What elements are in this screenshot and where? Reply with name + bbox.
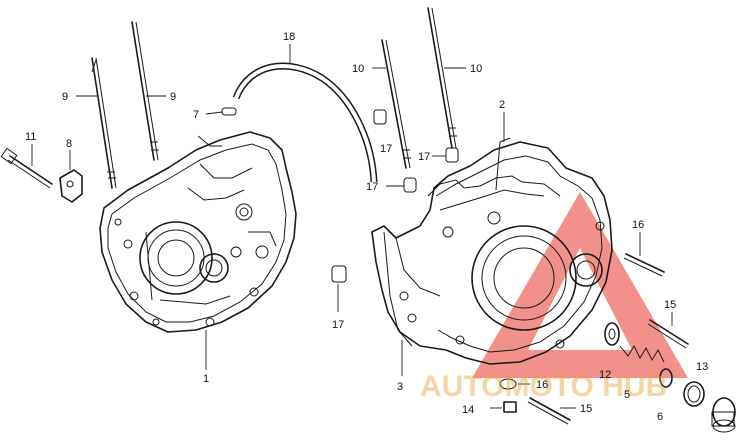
callout-14: 14	[462, 404, 474, 416]
dowel-17-mid	[445, 147, 459, 163]
washer-6	[659, 368, 673, 388]
callout-15-lower: 15	[580, 403, 592, 415]
callout-6: 6	[657, 411, 663, 423]
leader-lines	[76, 67, 576, 409]
callout-17-mid: 17	[418, 151, 430, 163]
callout-15-right: 15	[664, 299, 676, 311]
stud-9-left	[91, 57, 117, 189]
oil-seal-12	[604, 322, 620, 346]
callout-8: 8	[66, 138, 72, 150]
bolt-11	[0, 144, 53, 189]
callout-9-right: 9	[170, 91, 176, 103]
washer-16-lower	[499, 378, 517, 390]
bracket-8	[59, 150, 83, 203]
callout-13: 13	[696, 361, 708, 373]
dowel-17-left	[331, 265, 347, 312]
stud-10-left	[381, 39, 411, 169]
stud-9-right	[131, 21, 159, 161]
callout-9-left: 9	[62, 91, 68, 103]
callout-17-lower: 17	[366, 181, 378, 193]
right-crankcase	[371, 112, 613, 376]
callout-10-left: 10	[352, 63, 364, 75]
callout-7: 7	[193, 109, 199, 121]
clip-7	[205, 107, 237, 116]
callout-labels: 1 2 3 5 6 7 8 9 9 10 10 11 12 13 14 15 1…	[25, 31, 708, 423]
callout-2: 2	[499, 99, 505, 111]
spring-5	[619, 344, 665, 363]
breather-tube	[232, 44, 378, 183]
watermark-text: AUTOMOTO HUB	[420, 370, 667, 403]
callout-5: 5	[624, 389, 630, 401]
callout-12: 12	[599, 369, 611, 381]
dowel-17-upper	[373, 109, 387, 125]
callout-3: 3	[397, 381, 403, 393]
callout-11: 11	[25, 131, 36, 143]
left-crankcase	[99, 131, 297, 370]
dowel-17-lower	[403, 177, 417, 193]
o-ring	[683, 381, 705, 407]
bolt-15-right	[647, 312, 689, 349]
callout-17-left: 17	[332, 319, 344, 331]
drain-cap-13	[711, 397, 736, 433]
callout-16-upper: 16	[632, 219, 644, 231]
watermark-logo	[472, 192, 688, 378]
stud-10-right	[427, 7, 457, 149]
callout-1: 1	[203, 373, 209, 385]
bolt-14	[490, 401, 517, 413]
callout-16-lower: 16	[536, 379, 548, 391]
callout-10-right: 10	[470, 63, 482, 75]
bolt-15-lower	[527, 397, 571, 425]
callout-17-upper: 17	[380, 143, 392, 155]
callout-18: 18	[283, 31, 295, 43]
bolt-16-upper	[623, 232, 665, 277]
